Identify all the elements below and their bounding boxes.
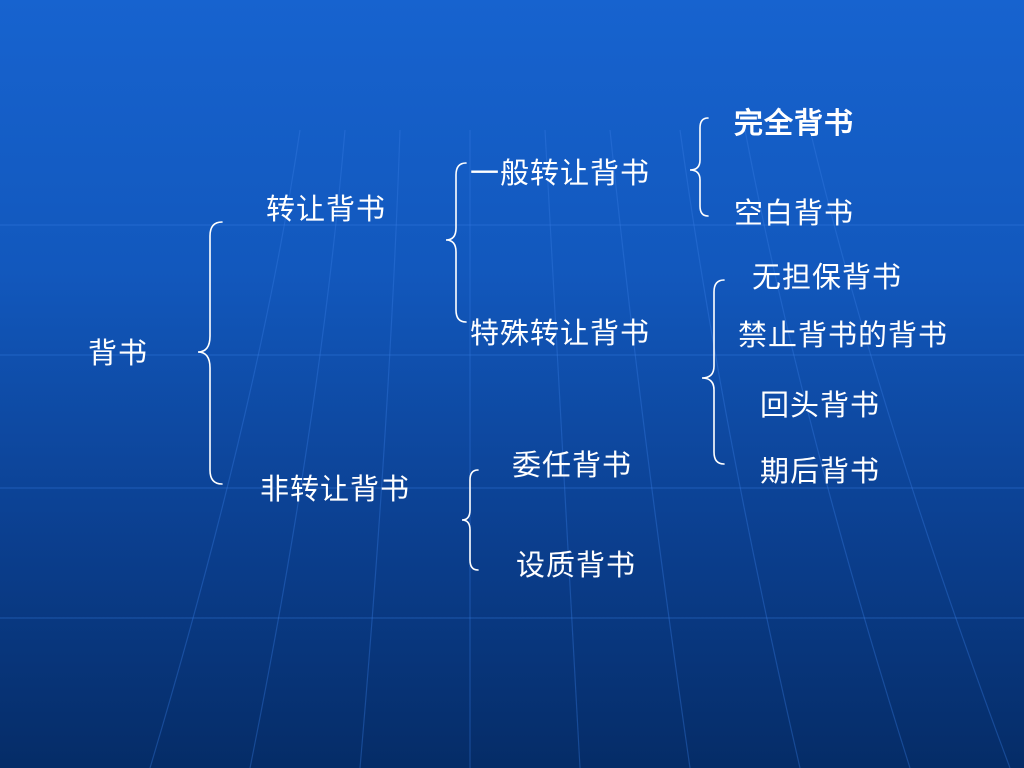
node-prohibited-endorsement: 禁止背书的背书 [738,318,949,352]
transfer-brace [445,162,467,323]
node-no-recourse-endorsement: 无担保背书 [752,260,903,294]
special-transfer-brace [701,279,725,465]
node-entrusted-endorsement: 委任背书 [512,448,633,482]
node-transfer-endorsement: 转让背书 [266,192,387,226]
non-transfer-brace [461,469,479,571]
node-blank-endorsement: 空白背书 [734,196,855,230]
node-root: 背书 [88,336,149,370]
node-general-transfer: 一般转让背书 [470,156,651,190]
node-return-endorsement: 回头背书 [760,388,881,422]
root-brace [197,221,223,485]
node-special-transfer: 特殊转让背书 [470,316,651,350]
node-full-endorsement: 完全背书 [734,106,855,140]
general-transfer-brace [689,117,709,217]
node-post-maturity-endorsement: 期后背书 [760,454,881,488]
node-pledge-endorsement: 设质背书 [516,548,637,582]
node-non-transfer-endorsement: 非转让背书 [260,472,411,506]
